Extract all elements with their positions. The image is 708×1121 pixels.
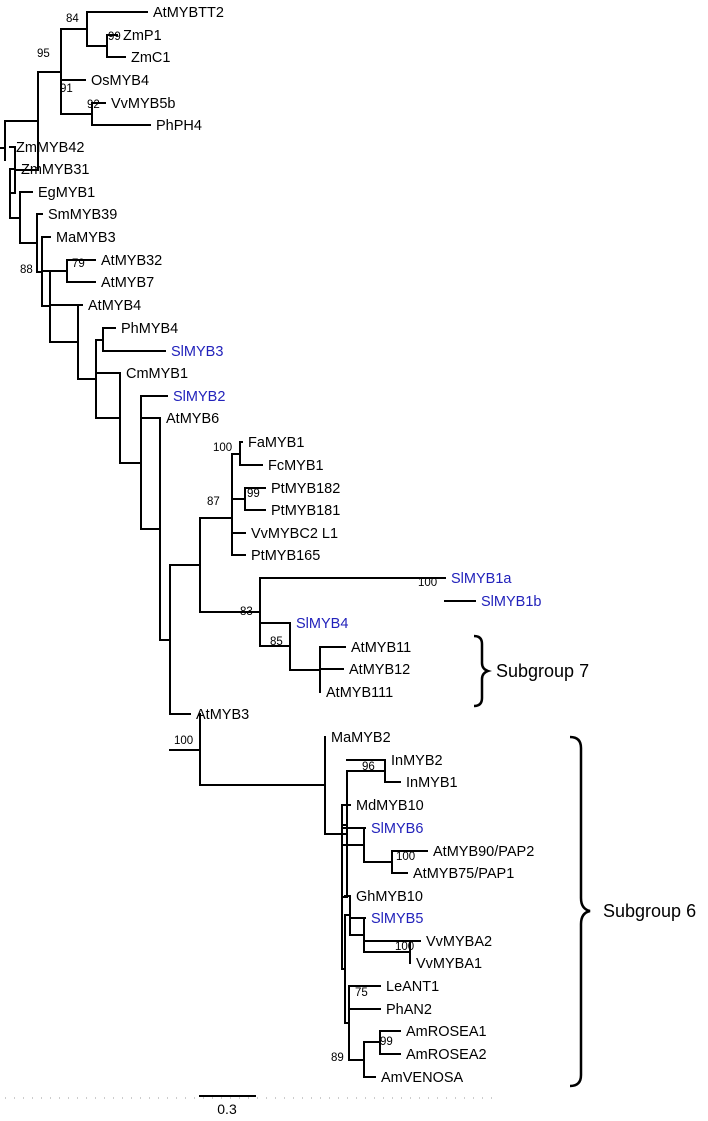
leaf-label-atmyb11: AtMYB11 [351, 640, 411, 656]
subgroup-6-label: Subgroup 6 [603, 901, 696, 921]
bootstrap-value: 100 [395, 941, 414, 953]
bootstrap-value: 100 [213, 442, 232, 454]
leaf-label-ghmyb10: GhMYB10 [356, 889, 423, 905]
leaf-label-zmmyb42: ZmMYB42 [16, 140, 85, 156]
leaf-label-amrosea1: AmROSEA1 [406, 1024, 487, 1040]
leaf-label-osmyb4: OsMYB4 [91, 73, 149, 89]
leaf-label-atmyb75: AtMYB75/PAP1 [413, 866, 514, 882]
leaf-label-atmyb6: AtMYB6 [166, 411, 219, 427]
bootstrap-value: 87 [207, 496, 220, 508]
leaf-label-phan2: PhAN2 [386, 1002, 432, 1018]
leaf-label-atmyb90: AtMYB90/PAP2 [433, 844, 534, 860]
bootstrap-value: 79 [72, 258, 85, 270]
bootstrap-value: 91 [60, 83, 73, 95]
leaf-label-zmp1: ZmP1 [123, 28, 162, 44]
leaf-label-slmyb5: SlMYB5 [371, 911, 423, 927]
leaf-label-ptmyb182: PtMYB182 [271, 481, 340, 497]
bootstrap-value: 75 [355, 987, 368, 999]
leaf-labels: AtMYBTT2ZmP1ZmC1OsMYB4VvMYB5bPhPH4ZmMYB4… [16, 5, 541, 1086]
tree-branches [0, 11, 476, 1078]
bootstrap-value: 89 [331, 1052, 344, 1064]
bootstrap-value: 100 [396, 851, 415, 863]
leaf-label-vvmyb5b: VvMYB5b [111, 96, 175, 112]
leaf-label-vvmyba1: VvMYBA1 [416, 956, 482, 972]
bootstrap-value: 88 [20, 264, 33, 276]
leaf-label-atmyb12: AtMYB12 [349, 662, 410, 678]
leaf-label-mamyb2: MaMYB2 [331, 730, 391, 746]
leaf-label-slmyb2: SlMYB2 [173, 389, 225, 405]
leaf-label-slmyb1a: SlMYB1a [451, 571, 512, 587]
leaf-label-atmyb7: AtMYB7 [101, 275, 154, 291]
leaf-label-ptmyb165: PtMYB165 [251, 548, 320, 564]
leaf-label-slmyb1b: SlMYB1b [481, 594, 541, 610]
leaf-label-amvenosa: AmVENOSA [381, 1070, 464, 1086]
bootstrap-values: 84 99 95 91 92 88 79 100 99 87 100 83 85 100 96 100 100 7… [20, 13, 437, 1064]
leaf-label-egmyb1: EgMYB1 [38, 185, 95, 201]
leaf-label-fcmyb1: FcMYB1 [268, 458, 324, 474]
leaf-label-cmmyb1: CmMYB1 [126, 366, 188, 382]
bootstrap-value: 96 [362, 761, 375, 773]
subgroup-7-brace [473, 634, 492, 708]
leaf-label-inmyb2: InMYB2 [391, 753, 443, 769]
leaf-label-zmmyb31: ZmMYB31 [21, 162, 90, 178]
leaf-label-vvmybc2l1: VvMYBC2 L1 [251, 526, 338, 542]
leaf-label-atmyb4: AtMYB4 [88, 298, 141, 314]
leaf-label-ptmyb181: PtMYB181 [271, 503, 340, 519]
bootstrap-value: 100 [174, 735, 193, 747]
subgroup-7-label: Subgroup 7 [496, 661, 589, 681]
bootstrap-value: 83 [240, 606, 253, 618]
leaf-label-smmyb39: SmMYB39 [48, 207, 117, 223]
bootstrap-value: 92 [87, 99, 100, 111]
leaf-label-amrosea2: AmROSEA2 [406, 1047, 487, 1063]
subgroup-6-brace [569, 735, 591, 1088]
leaf-label-famyb1: FaMYB1 [248, 435, 304, 451]
scale-bar-label: 0.3 [217, 1101, 237, 1117]
leaf-label-slmyb3: SlMYB3 [171, 344, 223, 360]
leaf-label-leant1: LeANT1 [386, 979, 439, 995]
bootstrap-value: 100 [418, 577, 437, 589]
leaf-label-inmyb1: InMYB1 [406, 775, 458, 791]
leaf-label-atmyb3: AtMYB3 [196, 707, 249, 723]
leaf-label-phph4: PhPH4 [156, 118, 202, 134]
leaf-label-mamyb3: MaMYB3 [56, 230, 116, 246]
leaf-label-atmybtt2: AtMYBTT2 [153, 5, 224, 21]
bootstrap-value: 95 [37, 48, 50, 60]
bootstrap-value: 85 [270, 636, 283, 648]
leaf-label-vvmyba2: VvMYBA2 [426, 934, 492, 950]
leaf-label-atmyb111: AtMYB111 [326, 685, 393, 701]
leaf-label-mdmyb10: MdMYB10 [356, 798, 424, 814]
bootstrap-value: 99 [108, 31, 121, 43]
bootstrap-value: 84 [66, 13, 79, 25]
leaf-label-slmyb4: SlMYB4 [296, 616, 348, 632]
bootstrap-value: 99 [247, 488, 260, 500]
leaf-label-zmc1: ZmC1 [131, 50, 170, 66]
leaf-label-phmyb4: PhMYB4 [121, 321, 178, 337]
leaf-label-atmyb32: AtMYB32 [101, 253, 162, 269]
bootstrap-value: 99 [380, 1036, 393, 1048]
leaf-label-slmyb6: SlMYB6 [371, 821, 423, 837]
